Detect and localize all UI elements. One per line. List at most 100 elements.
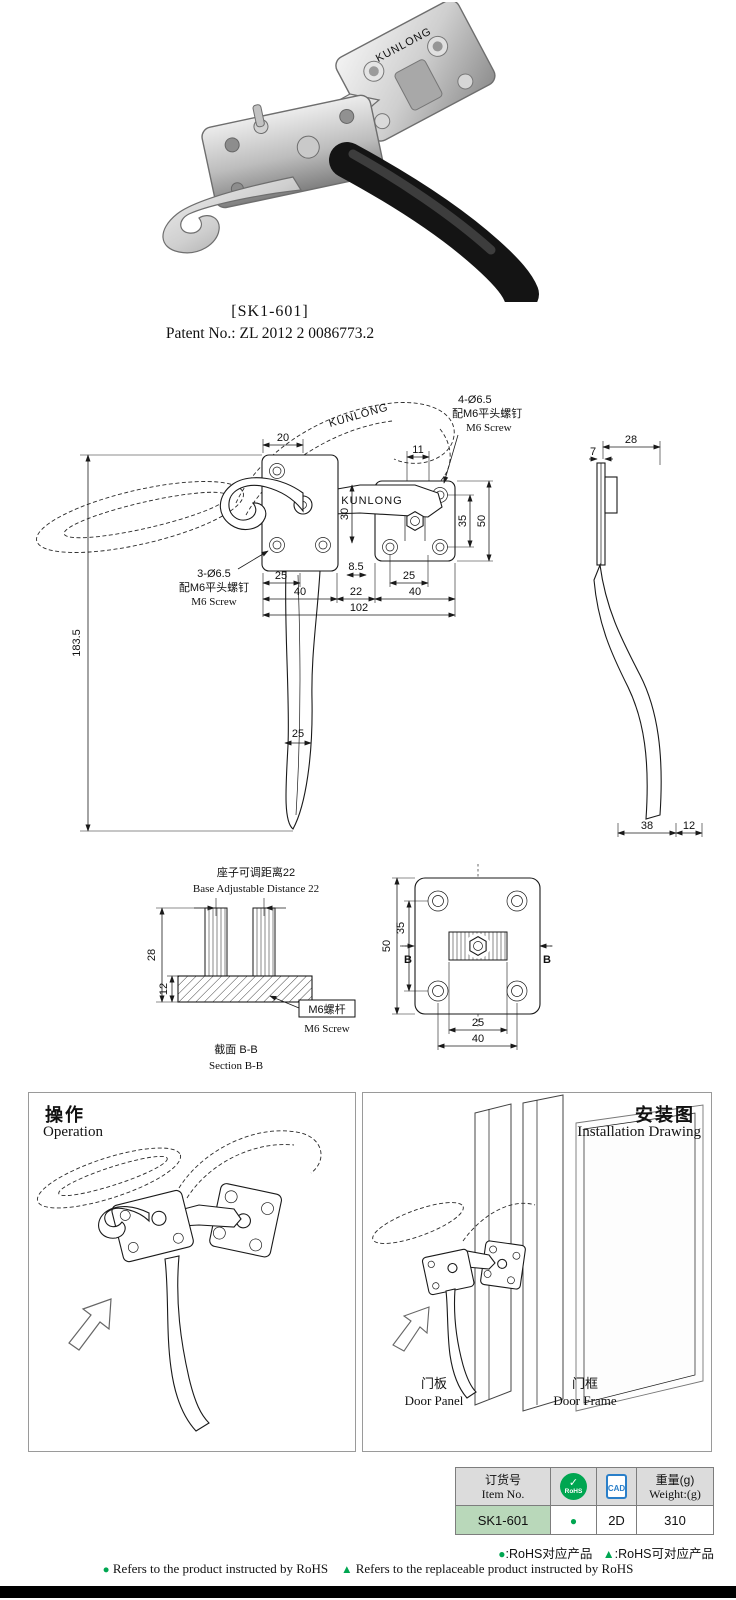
dim-8-5: 8.5 — [346, 561, 367, 578]
order-table: 订货号 Item No. ✓ RoHS CAD 重量(g) Weight:(g)… — [455, 1467, 714, 1535]
door-frame-board — [522, 1094, 564, 1412]
col-weight-cn: 重量(g) — [655, 1472, 695, 1487]
dim-8-5-label: 8.5 — [348, 561, 363, 573]
dim-11: 11 — [406, 444, 430, 481]
door-frame-label-cn: 门框 — [571, 1376, 598, 1391]
photo-handle — [329, 142, 539, 302]
dim-102-label: 102 — [350, 602, 368, 614]
glass-pane-inner — [583, 1112, 696, 1404]
callout-3-holes: 3-Ø6.5 配M6平头螺钉 M6 Screw — [179, 550, 269, 608]
dim-40-plate-label: 40 — [472, 1033, 484, 1045]
bottom-black-bar — [0, 1586, 736, 1598]
operation-drawing — [36, 1130, 322, 1432]
dim-35-label: 35 — [457, 515, 469, 527]
callout-left-line2: 配M6平头螺钉 — [179, 581, 249, 594]
rohs-check-icon: ✓ — [568, 1476, 579, 1489]
dim-30-label: 30 — [339, 508, 351, 520]
op-keeper-plate — [209, 1183, 283, 1258]
operation-title-cn: 操作 — [45, 1105, 85, 1125]
dim-183-5-label: 183.5 — [71, 629, 83, 657]
dim-bottom-rows: 25 25 40 22 40 102 — [262, 555, 456, 618]
section-drawings: 座子可调距离22 Base Adjustable Distance 22 28 … — [146, 864, 554, 1072]
installation-panel: 安装图 Installation Drawing 门板 Door Panel 门… — [362, 1092, 712, 1452]
rohs-status-cell: ● — [550, 1505, 597, 1535]
section-bb-view: 座子可调距离22 Base Adjustable Distance 22 28 … — [146, 865, 356, 1072]
section-bb-en: Section B-B — [209, 1060, 263, 1072]
door-frame-label: 门框 Door Frame — [535, 1375, 635, 1409]
dim-25-left-label: 25 — [275, 570, 287, 582]
dim-25-right-label: 25 — [403, 570, 415, 582]
dim-38-side: 38 — [617, 820, 677, 837]
callout-top-line1: 4-Ø6.5 — [458, 394, 492, 406]
dim-50-plate-label: 50 — [381, 940, 393, 952]
base-plate — [261, 454, 339, 572]
cad-status-cell: 2D — [596, 1505, 637, 1535]
order-table-data-row: SK1-601 ● 2D 310 — [455, 1505, 714, 1535]
col-rohs: ✓ RoHS — [550, 1467, 597, 1506]
door-panel-label: 门板 Door Panel — [389, 1375, 479, 1409]
col-weight-en: Weight:(g) — [649, 1486, 701, 1501]
rohs-status-dot: ● — [569, 1513, 578, 1528]
col-item-no: 订货号 Item No. — [455, 1467, 551, 1506]
side-view: 28 7 38 12 — [589, 434, 703, 837]
operation-title-en: Operation — [43, 1124, 103, 1140]
order-table-header-row: 订货号 Item No. ✓ RoHS CAD 重量(g) Weight:(g) — [455, 1467, 714, 1506]
callout-4-holes: 4-Ø6.5 配M6平头螺钉 M6 Screw — [443, 394, 522, 484]
patent-number: Patent No.: ZL 2012 2 0086773.2 — [165, 325, 375, 342]
dim-12-section: 12 — [158, 975, 178, 1003]
product-photo: KUNLONG — [162, 2, 539, 302]
dim-11-label: 11 — [412, 444, 423, 456]
dim-25-plate: 25 — [448, 962, 508, 1034]
rohs-icon-text: RoHS — [564, 1487, 583, 1495]
legend-en: ● Refers to the product instructed by Ro… — [0, 1561, 736, 1577]
callout-left-line3: M6 Screw — [191, 596, 237, 608]
legend-dot-icon: ● — [498, 1547, 506, 1561]
dim-40-plate: 40 — [437, 1003, 518, 1050]
m6-screw-cn: M6螺杆 — [308, 1002, 345, 1016]
b-left-label: B — [404, 954, 412, 966]
rohs-icon: ✓ RoHS — [560, 1473, 587, 1500]
legend-en-triangle-icon: ▲ — [341, 1564, 353, 1576]
dim-25-handle-label: 25 — [292, 728, 304, 740]
col-item-no-cn: 订货号 — [484, 1472, 521, 1487]
door-panel-label-cn: 门板 — [420, 1376, 447, 1391]
brand-on-arm: KUNLONG — [341, 495, 402, 507]
legend-cn-tri-text: :RoHS可对应产品 — [614, 1547, 714, 1561]
op-direction-arrow — [68, 1298, 112, 1351]
photo-keeper-plate: KUNLONG — [335, 2, 496, 142]
dim-30: 30 — [339, 484, 355, 544]
legend-cn-dot-text: :RoHS对应产品 — [505, 1547, 593, 1561]
installation-drawing — [372, 1094, 704, 1412]
dim-28-side: 28 — [602, 434, 661, 465]
dim-20: 20 — [262, 432, 304, 453]
dim-40-left-label: 40 — [294, 586, 306, 598]
inst-handle — [445, 1288, 477, 1399]
hook-pawl — [219, 477, 304, 531]
op-handle — [164, 1255, 210, 1432]
col-cad: CAD — [596, 1467, 637, 1506]
dim-20-label: 20 — [277, 432, 289, 444]
inst-base-plate — [421, 1248, 475, 1296]
callout-top-line3: M6 Screw — [466, 422, 512, 434]
dim-50: 50 — [457, 480, 493, 562]
dim-7-label: 7 — [590, 446, 596, 458]
section-bb-cn: 截面 B-B — [214, 1042, 257, 1056]
dim-28-section-label: 28 — [146, 949, 158, 961]
cad-icon-text: CAD — [607, 1484, 626, 1493]
dim-35-plate-label: 35 — [395, 922, 407, 934]
item-number-cell: SK1-601 — [455, 1505, 551, 1535]
dim-38-label: 38 — [641, 820, 653, 832]
glass-pane — [575, 1104, 704, 1412]
dim-7-side: 7 — [589, 446, 613, 462]
dim-50-plate: 50 — [381, 877, 415, 1015]
callout-left-line1: 3-Ø6.5 — [197, 568, 231, 580]
operation-panel: 操作 Operation — [28, 1092, 356, 1452]
dim-183-5: 183.5 — [71, 454, 293, 832]
door-panel-label-en: Door Panel — [404, 1393, 464, 1408]
dim-25-handle: 25 — [284, 728, 312, 746]
dim-35: 35 — [447, 494, 474, 548]
dim-28-section: 28 — [146, 907, 205, 1003]
legend-cn: ●:RoHS对应产品 ▲:RoHS可对应产品 — [498, 1543, 714, 1562]
door-frame-label-en: Door Frame — [553, 1393, 617, 1408]
callout-top-line2: 配M6平头螺钉 — [452, 407, 522, 420]
